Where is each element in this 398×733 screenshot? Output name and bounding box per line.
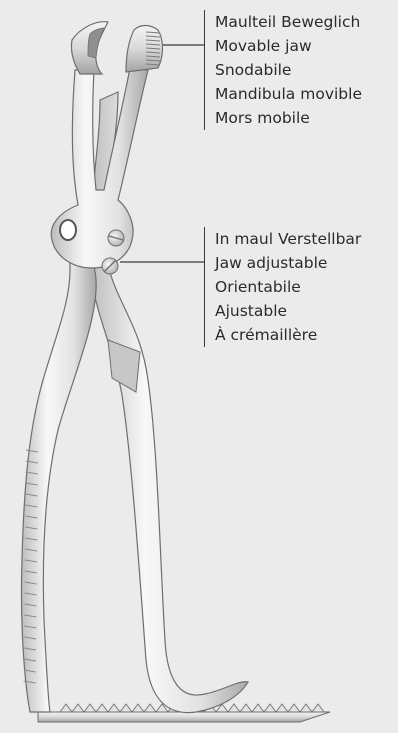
adjustable-jaw-label-es: Ajustable [215, 299, 361, 323]
adjustable-jaw-label-it: Orientabile [215, 275, 361, 299]
movable-jaw-label-en: Movable jaw [215, 34, 362, 58]
adjustable-jaw-callout: In maul Verstellbar Jaw adjustable Orien… [204, 227, 361, 347]
adjustable-jaw-label-de: In maul Verstellbar [215, 227, 361, 251]
finger-hole [60, 220, 76, 240]
fixed-jaw [71, 22, 108, 74]
movable-jaw-label-it: Snodabile [215, 58, 362, 82]
pivot-screw-lower [102, 258, 118, 274]
pivot-screw-upper [108, 230, 124, 246]
movable-jaw-label-de: Maulteil Beweglich [215, 10, 362, 34]
movable-jaw [126, 26, 163, 73]
adjustable-jaw-label-fr: À crémaillère [215, 323, 361, 347]
fixed-handle [21, 226, 96, 712]
adjustable-jaw-label-en: Jaw adjustable [215, 251, 361, 275]
movable-jaw-label-fr: Mors mobile [215, 106, 362, 130]
movable-jaw-label-es: Mandibula movible [215, 82, 362, 106]
movable-jaw-callout: Maulteil Beweglich Movable jaw Snodabile… [204, 10, 362, 130]
